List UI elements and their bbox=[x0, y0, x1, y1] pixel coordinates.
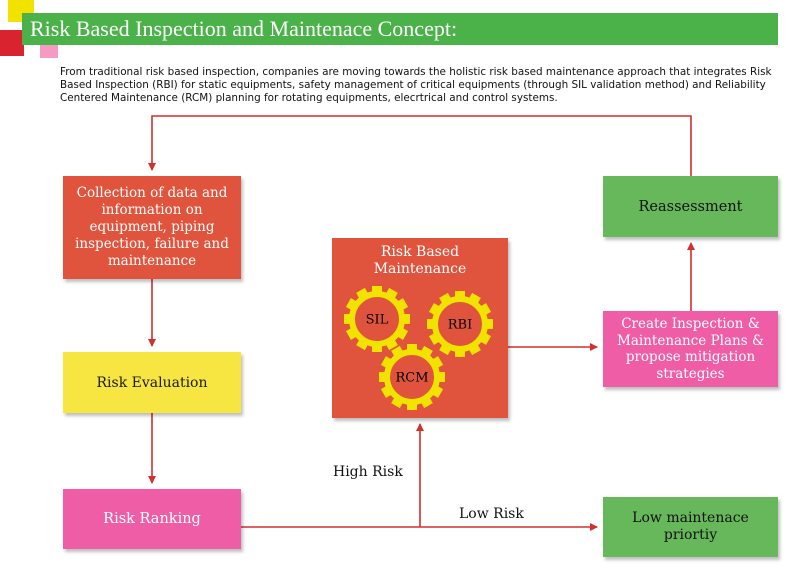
node-reassessment: Reassessment bbox=[603, 176, 778, 237]
intro-line: Centered Maintenance (RCM) planning for … bbox=[60, 92, 558, 104]
edge-label-high-risk: High Risk bbox=[333, 464, 403, 480]
node-risk-ranking-label: Risk Ranking bbox=[103, 511, 201, 527]
intro-paragraph: From traditional risk based inspection, … bbox=[60, 66, 792, 110]
node-risk-based-maintenance-label: Risk Based Maintenance bbox=[373, 244, 467, 277]
node-reassessment-label: Reassessment bbox=[638, 198, 743, 215]
intro-line: Based Inspection (RBI) for static equipm… bbox=[60, 79, 766, 91]
page-title: Risk Based Inspection and Maintenace Con… bbox=[22, 13, 778, 45]
intro-line: From traditional risk based inspection, … bbox=[60, 66, 772, 78]
node-risk-evaluation-label: Risk Evaluation bbox=[96, 374, 208, 391]
node-inspection-plans: Create Inspection & Maintenance Plans & … bbox=[603, 311, 778, 387]
node-risk-ranking: Risk Ranking bbox=[63, 489, 241, 549]
gear-sil-label: SIL bbox=[366, 313, 389, 328]
node-data-collection-label: Collection of data and information on eq… bbox=[75, 185, 229, 269]
node-inspection-plans-label: Create Inspection & Maintenance Plans & … bbox=[617, 316, 764, 382]
header-deco-red-square bbox=[0, 30, 24, 56]
arrow-reassessment-to-collection bbox=[148, 115, 692, 176]
edge-label-low-risk: Low Risk bbox=[459, 506, 524, 522]
node-low-maintenance-priority: Low maintenace priortiy bbox=[603, 497, 778, 557]
gear-sil: SIL bbox=[344, 286, 410, 352]
gear-rbi: RBI bbox=[427, 291, 493, 357]
node-low-maintenance-priority-label: Low maintenace priortiy bbox=[632, 510, 749, 543]
node-data-collection: Collection of data and information on eq… bbox=[63, 176, 241, 279]
gear-rcm: RCM bbox=[379, 344, 445, 410]
gear-rcm-label: RCM bbox=[395, 371, 428, 386]
node-risk-evaluation: Risk Evaluation bbox=[63, 352, 241, 413]
gear-rbi-label: RBI bbox=[448, 318, 472, 333]
header-deco-pink-square bbox=[40, 42, 58, 58]
